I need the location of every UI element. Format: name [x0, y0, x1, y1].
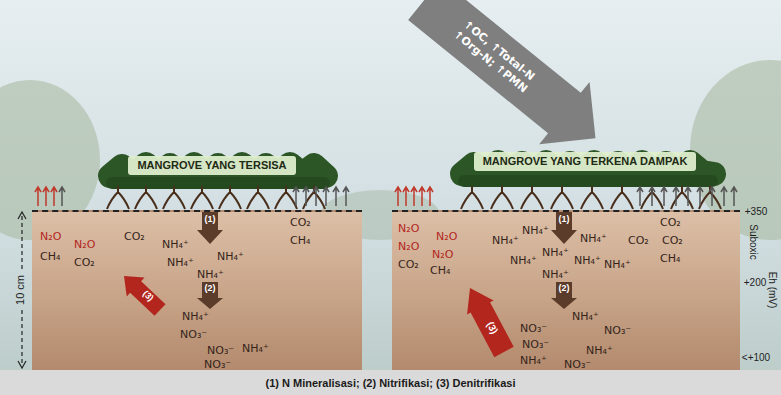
- chemical-species: NH₄⁺: [197, 268, 224, 281]
- label-banner: MANGROVE YANG TERKENA DAMPAK: [474, 152, 697, 171]
- chemical-species: CH₄: [430, 264, 450, 277]
- process-arrow: [467, 288, 514, 357]
- chemical-species: NH₄⁺: [574, 254, 601, 267]
- mangrove-canopy: [112, 177, 324, 189]
- chemical-species: NO₃⁻: [180, 328, 207, 341]
- chemical-species: N₂O: [40, 230, 61, 243]
- chemical-species: NO₃⁻: [604, 324, 631, 337]
- mangrove-roots: [461, 186, 721, 209]
- chemical-species: NO₃⁻: [522, 338, 549, 351]
- banner-text: MANGROVE YANG TERSISA: [137, 159, 286, 172]
- chemical-species: NH₄⁺: [182, 310, 209, 323]
- axis-label: Eh (mV): [766, 272, 778, 309]
- process-arrow: [551, 212, 577, 244]
- chemical-species: N₂O: [398, 240, 419, 253]
- chemical-species: NH₄⁺: [604, 258, 631, 271]
- legend-band: (1) N Mineralisasi; (2) Nitrifikasi; (3)…: [0, 370, 781, 395]
- process-arrow: [197, 282, 223, 309]
- chemical-species: NH₄⁺: [542, 268, 569, 281]
- process-arrow: [197, 212, 223, 244]
- chemical-species: CH₄: [660, 252, 680, 265]
- chemical-species: CO₂: [662, 234, 683, 247]
- process-key: (1) N Mineralisasi; (2) Nitrifikasi; (3)…: [265, 377, 515, 389]
- label-banner: MANGROVE YANG TERSISA: [128, 156, 295, 175]
- chemical-species: NH₄⁺: [162, 238, 189, 251]
- process-arrow: [551, 282, 577, 309]
- process-arrows: [32, 212, 362, 372]
- chemical-species: NH₄⁺: [242, 342, 269, 355]
- chemical-species: CO₂: [628, 234, 649, 247]
- chemical-species: NO₃⁻: [207, 344, 234, 357]
- process-number: (2): [559, 283, 570, 294]
- chemical-species: NH₄⁺: [542, 246, 569, 259]
- chemical-species: CO₂: [124, 230, 145, 243]
- process-number: (1): [559, 214, 570, 225]
- eh-value: <+100: [742, 352, 770, 364]
- chemical-species: N₂O: [398, 222, 419, 235]
- soil-profile: N₂ON₂OCH₄CO₂CO₂NH₄⁺NH₄⁺NH₄⁺NH₄⁺CO₂CH₄NH₄…: [32, 210, 362, 370]
- chemical-species: CO₂: [660, 216, 681, 229]
- n2o-emission-arrow: [35, 187, 433, 206]
- chemical-species: NH₄⁺: [522, 224, 549, 237]
- mangrove-roots: [107, 186, 325, 209]
- chemical-species: NH₄⁺: [586, 344, 613, 357]
- zone-label: Suboxic: [747, 224, 759, 260]
- chemical-species: NH₄⁺: [167, 256, 194, 269]
- input-arrow-shape: [399, 0, 620, 169]
- banner-text: MANGROVE YANG TERKENA DAMPAK: [483, 155, 688, 168]
- eh-value: +200: [744, 277, 767, 289]
- chemical-species: CO₂: [290, 216, 311, 229]
- gas-emission-arrow: [59, 187, 737, 206]
- chemical-species: NH₄⁺: [217, 250, 244, 263]
- chemical-species: N₂O: [436, 230, 457, 243]
- chemical-species: CH₄: [40, 250, 60, 263]
- mangrove-canopy: [464, 175, 712, 187]
- process-arrow: [124, 276, 165, 316]
- chemical-species: N₂O: [432, 248, 453, 261]
- chemical-species: NH₄⁺: [492, 234, 519, 247]
- chemical-species: NH₄⁺: [580, 232, 607, 245]
- chemical-species: CH₄: [290, 234, 310, 247]
- eh-value: +350: [745, 206, 768, 218]
- chemical-species: NH₄⁺: [520, 354, 547, 367]
- chemical-species: N₂O: [74, 238, 95, 251]
- process-number: (2): [205, 283, 216, 294]
- chemical-species: CO₂: [74, 256, 95, 269]
- process-number: (1): [205, 214, 216, 225]
- depth-label: 10 cm: [14, 275, 27, 305]
- chemical-species: NH₄⁺: [572, 310, 599, 323]
- chemical-species: NH₄⁺: [510, 254, 537, 267]
- chemical-species: NO₃⁻: [520, 322, 547, 335]
- chemical-species: CO₂: [398, 258, 419, 271]
